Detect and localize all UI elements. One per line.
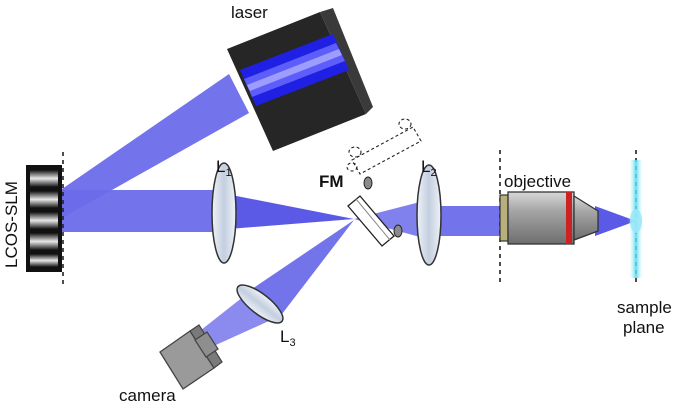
flip-mirror-icon bbox=[346, 118, 422, 247]
lens-l1-icon bbox=[211, 162, 237, 264]
objective-icon bbox=[499, 191, 599, 245]
sample-spot bbox=[630, 209, 642, 233]
label-l3: L3 bbox=[280, 327, 296, 349]
label-objective: objective bbox=[504, 172, 571, 191]
label-laser: laser bbox=[231, 3, 268, 22]
camera-icon bbox=[159, 324, 223, 390]
beam-fm-to-l3 bbox=[246, 220, 354, 314]
label-l2-main: L bbox=[421, 157, 430, 176]
label-l2-sub: 2 bbox=[430, 167, 436, 179]
label-l3-sub: 3 bbox=[289, 337, 295, 349]
slm-icon bbox=[26, 165, 62, 272]
lens-l2-icon bbox=[416, 164, 442, 266]
beam-objective-to-sample bbox=[595, 206, 636, 236]
label-camera: camera bbox=[119, 386, 176, 405]
label-l3-main: L bbox=[280, 327, 289, 346]
label-fm: FM bbox=[319, 172, 344, 191]
beam-slm-to-l1 bbox=[62, 190, 216, 232]
lens-l3-icon bbox=[236, 284, 284, 324]
label-slm: LCOS-SLM bbox=[2, 181, 21, 268]
label-l1-sub: 1 bbox=[225, 167, 231, 179]
label-l1-main: L bbox=[216, 157, 225, 176]
label-l2: L2 bbox=[421, 157, 437, 179]
label-sample-line2: plane bbox=[623, 318, 665, 337]
beam-fm-to-l2 bbox=[354, 202, 420, 237]
laser-icon bbox=[227, 8, 373, 151]
label-sample-line1: sample bbox=[617, 298, 672, 317]
beam-laser-to-slm bbox=[62, 74, 249, 218]
label-l1: L1 bbox=[216, 157, 232, 179]
beam-l1-to-fm bbox=[216, 192, 354, 230]
